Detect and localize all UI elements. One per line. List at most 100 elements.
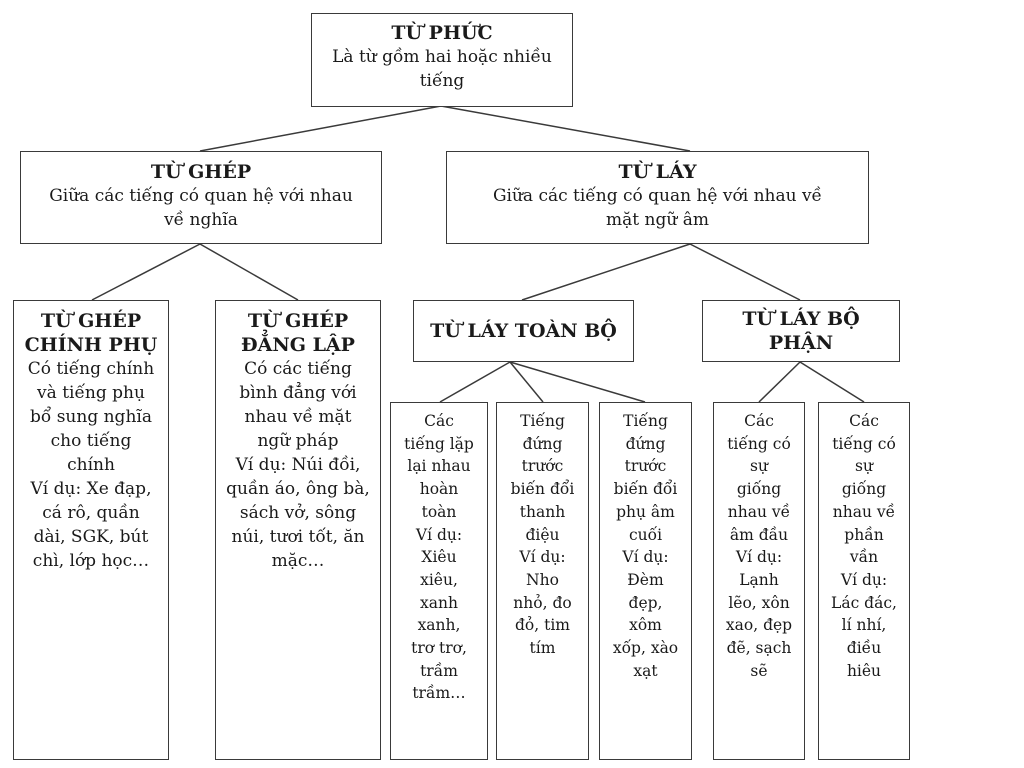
example-line: điều: [846, 639, 882, 658]
chinh-phu-title-line: TỪ GHÉP: [40, 310, 142, 332]
connector-toanbo-c2: [509, 361, 544, 403]
connector-toanbo-c1: [439, 361, 511, 403]
dang-lap-desc-line: quần áo, ông bà,: [226, 479, 370, 499]
dang-lap-desc-line: núi, tươi tốt, ăn: [231, 527, 365, 547]
dang-lap-desc-line: ngữ pháp: [257, 431, 339, 451]
example-line: Lạnh: [739, 570, 779, 589]
dang-lap-desc-line: mặc…: [271, 551, 325, 571]
connector-root-lay: [440, 105, 691, 152]
toan-bo-lap-lai-box: Các tiếng lặp lại nhau hoàn toàn Ví dụ: …: [390, 402, 488, 760]
chinh-phu-desc-line: Có tiếng chính: [27, 359, 155, 379]
tu-ghep-dang-lap-box: TỪ GHÉP ĐẲNG LẬP Có các tiếng bình đẳng …: [215, 300, 381, 760]
example-line: đứng: [625, 434, 666, 453]
example-line: xao, đẹp: [725, 616, 793, 635]
example-line: Đèm: [627, 570, 664, 589]
example-line: hoàn: [419, 480, 459, 499]
dang-lap-desc-line: Ví dụ: Núi đồi,: [235, 455, 361, 475]
example-line: đẽ, sạch: [726, 639, 792, 658]
example-line: thanh: [519, 502, 566, 521]
example-line: hiêu: [846, 661, 882, 680]
example-line: đứng: [522, 434, 563, 453]
connector-toanbo-c3: [509, 361, 646, 403]
connector-ghep-chinhphu: [91, 243, 201, 301]
toan-bo-title: TỪ LÁY TOÀN BỘ: [430, 320, 617, 342]
connector-bophan-c2: [799, 361, 865, 403]
example-line: nhau về: [727, 502, 791, 521]
chinh-phu-desc-line: Ví dụ: Xe đạp,: [30, 479, 152, 499]
connector-lay-toanbo: [521, 243, 691, 301]
tu-ghep-box: TỪ GHÉP Giữa các tiếng có quan hệ với nh…: [20, 151, 382, 244]
bo-phan-phan-van-box: Các tiếng có sự giống nhau về phần vần V…: [818, 402, 910, 760]
example-line: Ví dụ:: [415, 525, 463, 544]
example-line: Ví dụ:: [735, 548, 783, 567]
dang-lap-desc-line: Có các tiếng: [244, 359, 352, 379]
chinh-phu-desc-line: chì, lớp học…: [32, 551, 150, 571]
tu-ghep-chinh-phu-box: TỪ GHÉP CHÍNH PHỤ Có tiếng chính và tiến…: [13, 300, 169, 760]
chinh-phu-desc-line: cá rô, quần: [42, 503, 140, 523]
example-line: cuối: [628, 525, 663, 544]
example-line: xôm: [629, 616, 662, 635]
example-line: trước: [624, 457, 667, 476]
example-line: nhỏ, đo: [513, 593, 572, 612]
example-line: tiếng có: [832, 434, 896, 453]
tu-lay-title: TỪ LÁY: [618, 161, 697, 183]
example-line: toàn: [421, 502, 457, 521]
tu-lay-box: TỪ LÁY Giữa các tiếng có quan hệ với nha…: [446, 151, 869, 244]
example-line: vần: [849, 548, 879, 567]
root-box: TỪ PHỨC Là từ gồm hai hoặc nhiều tiếng: [311, 13, 573, 107]
example-line: Xiêu: [421, 548, 457, 567]
example-line: sự: [855, 457, 873, 476]
example-line: Tiếng: [520, 412, 565, 430]
example-line: tiếng lặp: [404, 434, 474, 453]
example-line: lại nhau: [407, 457, 471, 476]
tu-lay-desc-line: Giữa các tiếng có quan hệ với nhau về: [492, 186, 823, 206]
connector-root-ghep: [199, 105, 442, 152]
dang-lap-desc-line: nhau về mặt: [244, 407, 352, 427]
example-line: trơ trơ,: [411, 639, 467, 658]
dang-lap-desc-line: bình đẳng với: [239, 383, 357, 403]
toan-bo-bien-doi-phu-am-box: Tiếng đứng trước biến đổi phụ âm cuối Ví…: [599, 402, 692, 760]
bo-phan-title-line: PHẬN: [768, 332, 834, 354]
chinh-phu-desc-line: dài, SGK, bút: [33, 527, 149, 547]
example-line: đỏ, tim: [515, 616, 570, 635]
example-line: Ví dụ:: [840, 570, 888, 589]
example-line: xạt: [633, 661, 658, 680]
dang-lap-title-line: TỪ GHÉP: [247, 310, 349, 332]
example-line: biến đổi: [613, 480, 678, 499]
connector-lay-bophan: [689, 243, 801, 301]
tu-lay-toan-bo-box: TỪ LÁY TOÀN BỘ: [413, 300, 634, 362]
example-line: Tiếng: [623, 412, 668, 430]
example-line: giống: [736, 480, 782, 499]
bo-phan-title-line: TỪ LÁY BỘ: [742, 308, 860, 330]
example-line: trầm…: [412, 684, 466, 703]
example-line: xanh: [420, 593, 458, 612]
root-title: TỪ PHỨC: [391, 22, 493, 44]
example-line: Các: [744, 412, 774, 430]
bo-phan-am-dau-box: Các tiếng có sự giống nhau về âm đầu Ví …: [713, 402, 805, 760]
root-desc-line: tiếng: [419, 71, 465, 91]
example-line: đẹp,: [628, 593, 663, 612]
example-line: Ví dụ:: [519, 548, 566, 567]
example-line: âm đầu: [729, 525, 789, 544]
example-line: xiêu,: [420, 570, 458, 589]
tu-ghep-desc-line: Giữa các tiếng có quan hệ với nhau: [49, 186, 353, 206]
tu-lay-desc-line: mặt ngữ âm: [606, 210, 709, 230]
example-line: tím: [529, 639, 556, 658]
example-line: sẽ: [750, 661, 768, 680]
chinh-phu-title-line: CHÍNH PHỤ: [24, 334, 158, 356]
example-line: phần: [844, 525, 884, 544]
example-line: Ví dụ:: [622, 548, 669, 567]
chinh-phu-desc-line: và tiếng phụ: [37, 383, 145, 403]
example-line: nhau về: [832, 502, 896, 521]
example-line: giống: [841, 480, 887, 499]
tu-lay-bo-phan-box: TỪ LÁY BỘ PHẬN: [702, 300, 900, 362]
example-line: biến đổi: [510, 480, 575, 499]
example-line: trước: [521, 457, 564, 476]
example-line: sự: [750, 457, 768, 476]
example-line: điệu: [525, 525, 560, 544]
chinh-phu-desc-line: cho tiếng: [50, 431, 132, 451]
tu-ghep-title: TỪ GHÉP: [150, 161, 252, 183]
example-line: trầm: [420, 661, 458, 680]
example-line: tiếng có: [727, 434, 791, 453]
example-line: Nho: [526, 570, 559, 589]
